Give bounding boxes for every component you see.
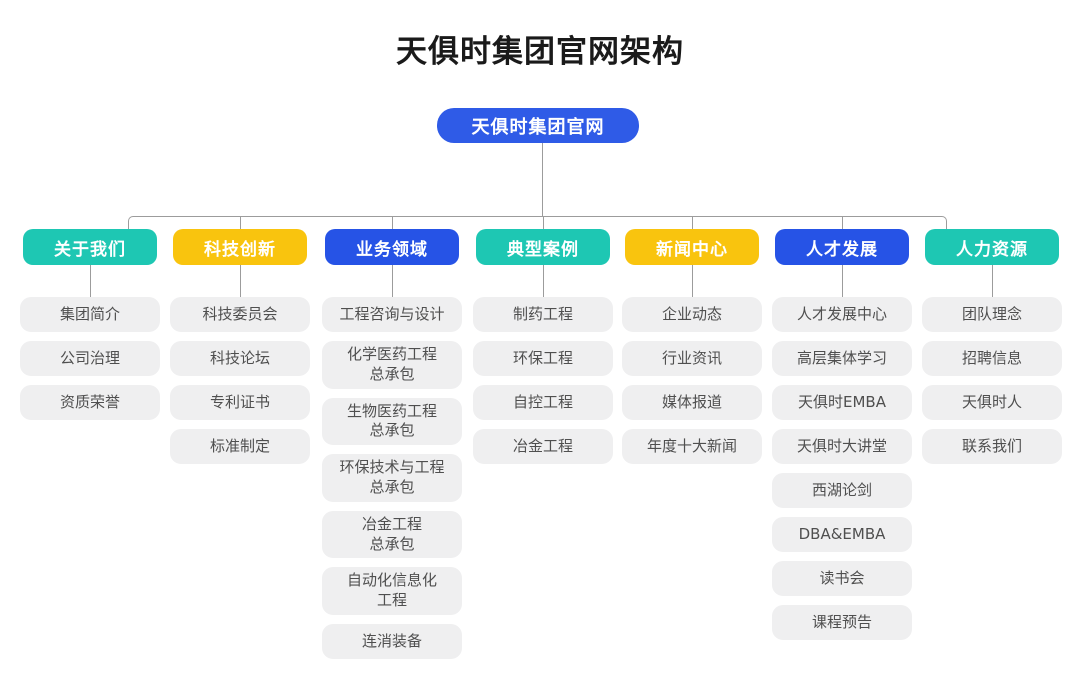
branch-header: 科技创新: [173, 229, 307, 265]
child-node: 资质荣誉: [20, 385, 160, 420]
connector-branch-stub: [391, 265, 393, 297]
branch-children: 集团简介 公司治理 资质荣誉: [20, 297, 160, 420]
child-node: 联系我们: [922, 429, 1062, 464]
child-node: 冶金工程: [473, 429, 613, 464]
child-node: 环保工程: [473, 341, 613, 376]
child-node: 专利证书: [170, 385, 310, 420]
connector-stub: [692, 216, 693, 229]
branch-header: 人力资源: [925, 229, 1059, 265]
branch-children: 制药工程 环保工程 自控工程 冶金工程: [473, 297, 613, 464]
child-node: 科技委员会: [170, 297, 310, 332]
child-node: 人才发展中心: [772, 297, 912, 332]
child-node: 公司治理: [20, 341, 160, 376]
child-node: 年度十大新闻: [622, 429, 762, 464]
child-node: 媒体报道: [622, 385, 762, 420]
child-node: 课程预告: [772, 605, 912, 640]
child-node: 行业资讯: [622, 341, 762, 376]
child-node: 集团简介: [20, 297, 160, 332]
child-node: 团队理念: [922, 297, 1062, 332]
child-node: 工程咨询与设计: [322, 297, 462, 332]
connector-rail: [128, 216, 947, 230]
branch-news: 新闻中心 企业动态 行业资讯 媒体报道 年度十大新闻: [622, 229, 762, 464]
child-node: 招聘信息: [922, 341, 1062, 376]
child-node: 环保技术与工程 总承包: [322, 454, 462, 502]
connector-stub: [543, 216, 544, 229]
child-node: 读书会: [772, 561, 912, 596]
branch-children: 企业动态 行业资讯 媒体报道 年度十大新闻: [622, 297, 762, 464]
child-node: 自控工程: [473, 385, 613, 420]
branch-business: 业务领域 工程咨询与设计 化学医药工程 总承包 生物医药工程 总承包 环保技术与…: [322, 229, 462, 659]
child-node: 制药工程: [473, 297, 613, 332]
connector-branch-stub: [89, 265, 91, 297]
branch-header: 新闻中心: [625, 229, 759, 265]
branch-children: 团队理念 招聘信息 天俱时人 联系我们: [922, 297, 1062, 464]
branch-tech: 科技创新 科技委员会 科技论坛 专利证书 标准制定: [170, 229, 310, 464]
child-node: 标准制定: [170, 429, 310, 464]
branch-children: 人才发展中心 高层集体学习 天俱时EMBA 天俱时大讲堂 西湖论剑 DBA&EM…: [772, 297, 912, 640]
connector-branch-stub: [239, 265, 241, 297]
connector-root-stub: [542, 143, 543, 216]
connector-branch-stub: [691, 265, 693, 297]
connector-stub: [842, 216, 843, 229]
root-node: 天俱时集团官网: [437, 108, 639, 143]
connector-stub: [392, 216, 393, 229]
child-node: 科技论坛: [170, 341, 310, 376]
branch-hr: 人力资源 团队理念 招聘信息 天俱时人 联系我们: [922, 229, 1062, 464]
child-node: 高层集体学习: [772, 341, 912, 376]
child-node: 连消装备: [322, 623, 462, 659]
branch-header: 业务领域: [325, 229, 459, 265]
child-node: 化学医药工程 总承包: [322, 341, 462, 389]
child-node: 天俱时人: [922, 385, 1062, 420]
connector-stub: [240, 216, 241, 229]
connector-branch-stub: [841, 265, 843, 297]
connector-branch-stub: [542, 265, 544, 297]
child-node: DBA&EMBA: [772, 517, 912, 552]
child-node: 企业动态: [622, 297, 762, 332]
branch-talent: 人才发展 人才发展中心 高层集体学习 天俱时EMBA 天俱时大讲堂 西湖论剑 D…: [772, 229, 912, 640]
child-node: 天俱时大讲堂: [772, 429, 912, 464]
branch-header: 人才发展: [775, 229, 909, 265]
child-node: 生物医药工程 总承包: [322, 397, 462, 446]
child-node: 天俱时EMBA: [772, 385, 912, 420]
page-title: 天俱时集团官网架构: [396, 34, 684, 70]
child-node: 自动化信息化 工程: [322, 567, 462, 615]
child-node: 冶金工程 总承包: [322, 510, 462, 559]
branch-header: 典型案例: [476, 229, 610, 265]
branch-about: 关于我们 集团简介 公司治理 资质荣誉: [20, 229, 160, 420]
branch-children: 科技委员会 科技论坛 专利证书 标准制定: [170, 297, 310, 464]
child-node: 西湖论剑: [772, 473, 912, 508]
branch-header: 关于我们: [23, 229, 157, 265]
branch-children: 工程咨询与设计 化学医药工程 总承包 生物医药工程 总承包 环保技术与工程 总承…: [322, 297, 462, 659]
branch-cases: 典型案例 制药工程 环保工程 自控工程 冶金工程: [473, 229, 613, 464]
connector-branch-stub: [991, 265, 993, 297]
